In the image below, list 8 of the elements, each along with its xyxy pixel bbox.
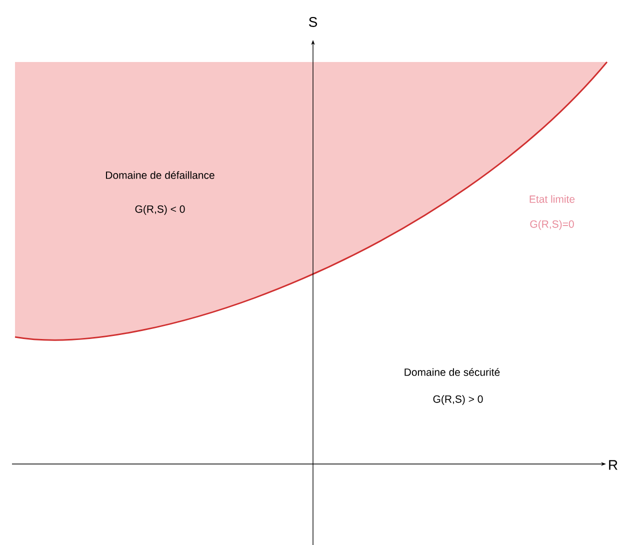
axis-label: S	[308, 17, 318, 27]
inequality-label: G(R,S) > 0	[433, 395, 483, 405]
axis-label: R	[609, 460, 618, 470]
curve-label: Etat limite	[530, 195, 575, 203]
region-label: Domaine de sécurité	[404, 368, 500, 376]
region-label: Domaine de défaillance	[106, 171, 214, 179]
inequality-label: G(R,S) < 0	[135, 205, 185, 215]
equation-label: G(R,S)=0	[530, 220, 574, 230]
